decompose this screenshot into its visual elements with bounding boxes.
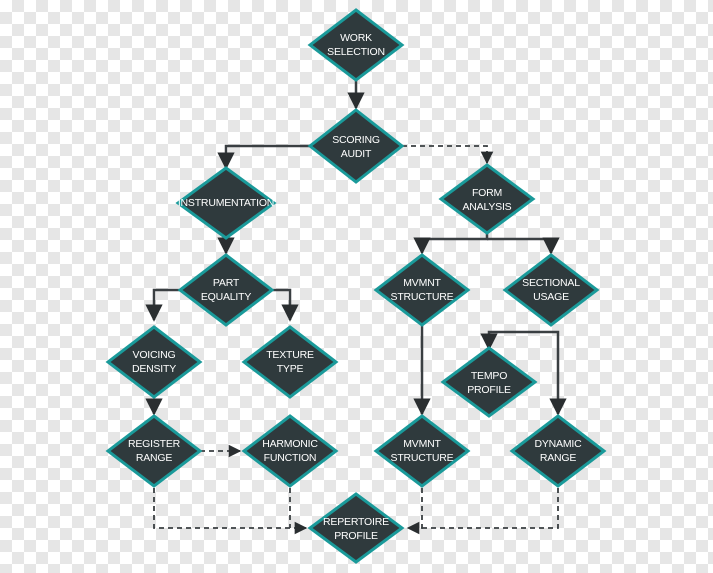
- node-label-line2: AUDIT: [341, 148, 372, 160]
- edge-scoring-to-form: [402, 145, 494, 165]
- node-scoring-audit[interactable]: SCORING AUDIT: [307, 108, 405, 184]
- node-sectional-usage[interactable]: SECTIONAL USAGE: [502, 253, 600, 327]
- node-label-line1: TEXTURE: [266, 349, 314, 361]
- node-repertoire-profile[interactable]: REPERTOIRE PROFILE: [307, 492, 405, 564]
- node-label-line1: INSTRUMENTATION: [178, 197, 274, 209]
- edge-mvmnt2-to-repertoire: [406, 488, 423, 535]
- node-label-line1: PART: [213, 277, 240, 289]
- node-mvmnt-structure-1[interactable]: MVMNT STRUCTURE: [373, 253, 471, 327]
- node-label-line2: STRUCTURE: [391, 291, 454, 303]
- node-label-line2: USAGE: [533, 291, 569, 303]
- node-label-line2: STRUCTURE: [391, 452, 454, 464]
- node-label-line2: PROFILE: [467, 384, 511, 396]
- edge-form-to-sectional: [487, 237, 560, 255]
- node-form-analysis[interactable]: FORM ANALYSIS: [438, 163, 536, 235]
- node-label-line1: TEMPO: [471, 370, 507, 382]
- node-texture-type[interactable]: TEXTURE TYPE: [241, 325, 339, 399]
- node-label-line1: FORM: [472, 187, 502, 199]
- node-label-line1: VOICING: [133, 349, 176, 361]
- node-label-line2: RANGE: [136, 452, 173, 464]
- edge-register-to-repertoire: [153, 488, 308, 535]
- edge-sectional-to-dynamic: [549, 330, 567, 416]
- node-dynamic-range[interactable]: DYNAMIC RANGE: [509, 414, 607, 488]
- node-register-range[interactable]: REGISTER RANGE: [105, 414, 203, 488]
- node-label-line2: ANALYSIS: [463, 201, 512, 213]
- node-instrumentation[interactable]: INSTRUMENTATION: [175, 166, 277, 240]
- node-label-line2: DENSITY: [132, 363, 176, 375]
- node-tempo-profile[interactable]: TEMPO PROFILE: [440, 346, 538, 418]
- node-label-line1: MVMNT: [403, 277, 441, 289]
- node-label-line1: SCORING: [332, 134, 380, 146]
- edges: [145, 80, 567, 535]
- node-harmonic-function[interactable]: HARMONIC FUNCTION: [241, 414, 339, 488]
- node-label-line1: HARMONIC: [262, 438, 318, 450]
- node-label-line1: MVMNT: [403, 438, 441, 450]
- node-voicing-density[interactable]: VOICING DENSITY: [105, 325, 203, 399]
- edge-scoring-to-instrumentation: [217, 144, 312, 170]
- node-label-line2: TYPE: [277, 363, 304, 375]
- node-label-line1: SECTIONAL: [522, 277, 580, 289]
- node-part-equality[interactable]: PART EQUALITY: [177, 253, 275, 327]
- node-label-line1: DYNAMIC: [534, 438, 582, 450]
- node-work-selection[interactable]: WORK SELECTION: [307, 8, 405, 82]
- node-label-line1: WORK: [340, 32, 372, 44]
- node-label-line2: FUNCTION: [264, 452, 317, 464]
- node-label-line1: REPERTOIRE: [323, 516, 389, 528]
- node-label-line2: PROFILE: [334, 530, 378, 542]
- edge-dynamic-to-repertoire: [422, 488, 559, 529]
- node-label-line2: EQUALITY: [201, 291, 252, 303]
- edge-sectional-to-tempo: [480, 330, 551, 351]
- edge-part-to-texture: [270, 288, 299, 322]
- edge-part-to-voicing: [145, 288, 182, 322]
- node-mvmnt-structure-2[interactable]: MVMNT STRUCTURE: [373, 414, 471, 488]
- edge-form-to-mvmnt1: [413, 232, 489, 255]
- node-label-line1: REGISTER: [128, 438, 181, 450]
- node-label-line2: RANGE: [540, 452, 577, 464]
- node-label-line2: SELECTION: [327, 46, 385, 58]
